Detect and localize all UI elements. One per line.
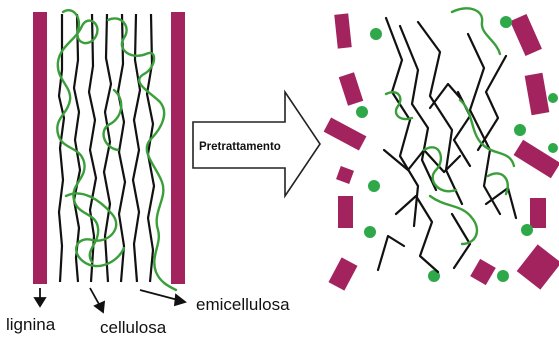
sugar-dot <box>356 106 368 118</box>
lignin-bar-left <box>33 12 47 284</box>
lignin-fragment <box>510 14 542 56</box>
lignin-fragment <box>530 198 546 228</box>
sugar-dot <box>368 180 380 192</box>
cellulose-fragment <box>486 188 516 218</box>
lignin-fragment <box>339 72 363 105</box>
hemicellulose-strands <box>57 10 176 290</box>
sugar-dot <box>514 124 526 136</box>
process-label: Pretrattamento <box>199 141 281 153</box>
cellulose-fragment <box>452 214 470 268</box>
cellulose-fiber <box>118 14 125 282</box>
sugar-dot <box>497 270 509 282</box>
sugar-dot <box>370 28 382 40</box>
cellulose-fragments <box>378 18 516 272</box>
lignin-fragment <box>328 257 357 290</box>
sugar-dot <box>548 143 558 153</box>
cellulose-fragment <box>396 196 438 272</box>
lignin-fragment <box>334 13 351 48</box>
lignin-fragment <box>517 244 559 289</box>
cellulose-label: cellulosa <box>100 318 167 337</box>
hemicellulose-fragment <box>460 100 514 166</box>
cellulose-fragment <box>378 236 404 270</box>
sugar-dot <box>500 16 512 28</box>
sugar-dot <box>548 93 558 103</box>
intact-biomass: lignina cellulosa emicellulosa <box>6 10 290 337</box>
hemicellulose-label: emicellulosa <box>196 295 290 314</box>
pointer-arrowhead <box>175 295 185 305</box>
lignin-fragment <box>324 118 367 151</box>
cellulose-fiber <box>133 14 140 282</box>
cellulose-fragment <box>386 18 418 226</box>
sugar-dot <box>364 226 376 238</box>
lignin-fragment <box>336 166 354 184</box>
hemicellulose-strand <box>108 18 176 290</box>
lignin-fragment <box>470 259 496 285</box>
lignin-label: lignina <box>6 315 56 334</box>
pointer-arrowhead <box>35 298 45 306</box>
sugar-dot <box>521 224 533 236</box>
label-pointers <box>35 288 185 312</box>
lignin-fragments <box>324 13 559 290</box>
hemicellulose-fragment <box>452 8 500 54</box>
lignin-bar-right <box>171 12 185 284</box>
lignin-fragment <box>338 196 353 228</box>
pointer-arrowhead <box>95 302 104 312</box>
process-arrow: Pretrattamento <box>193 92 320 196</box>
cellulose-fragment <box>418 22 462 204</box>
lignin-fragment <box>525 73 550 116</box>
hemicellulose-fragment <box>430 196 477 244</box>
pretreated-biomass <box>324 8 559 290</box>
